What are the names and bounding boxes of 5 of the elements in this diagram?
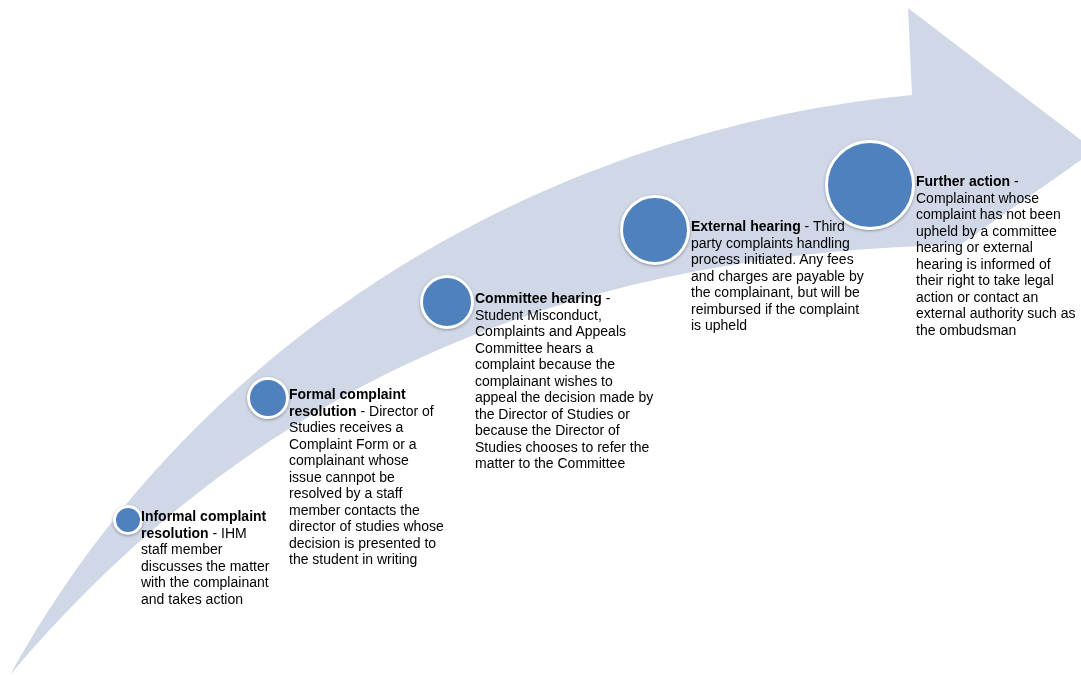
step-description: Further action - Complainant whose complaint has not been upheld by a committee hearing or external hearing is informed of their right to take legal action or contact an external authority such as the ombudsman [916,173,1077,338]
step-description: Informal complaint resolution - IHM staff member discusses the matter with the complainant and takes action [141,508,271,607]
step-description: Committee hearing - Student Misconduct, Complaints and Appeals Committee hears a complaint because the complainant wishes to appeal the decision made by the Director of Studies or because the Director of Studies chooses to refer the matter to the Committee [475,290,655,472]
step-description: External hearing - Third party complaints handling process initiated. Any fees and charges are payable by the complainant, but will be reimbursed if the complaint is upheld [691,218,865,334]
step-description: Formal complaint resolution - Director of Studies receives a Complaint Form or a complainant whose issue cannpot be resolved by a staff member contacts the director of studies whose decision is presented to the student in writing [289,386,444,568]
